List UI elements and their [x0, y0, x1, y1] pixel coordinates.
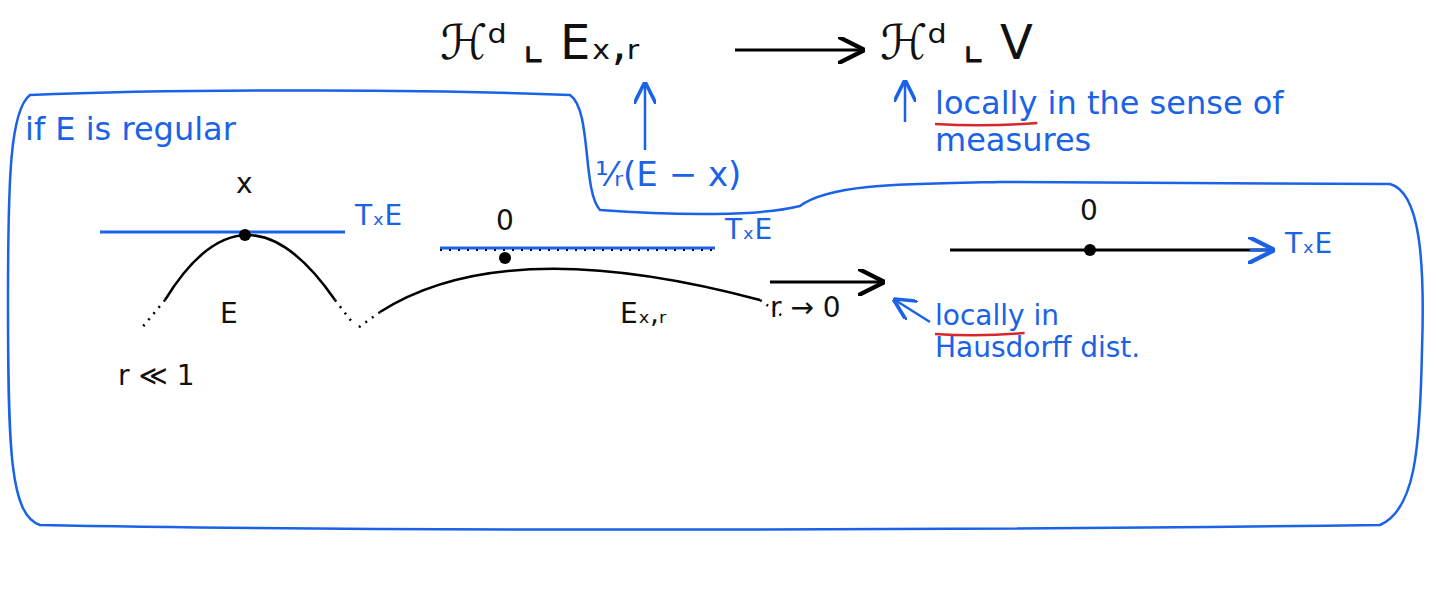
set-label: Eₓ,ᵣ [620, 298, 666, 330]
convergence-arrow [735, 49, 862, 52]
tangent-line [440, 247, 715, 250]
point [1084, 244, 1096, 256]
tangent-line [100, 231, 345, 234]
region-outline [0, 0, 1436, 560]
measure-formula: ℋᵈ ⌞ V [880, 15, 1033, 70]
tangent-line [950, 249, 1268, 252]
tangent-label: TₓE [725, 214, 772, 246]
pointer-arrow [644, 84, 647, 150]
curve-dots [335, 300, 352, 322]
case-heading: if E is regular [25, 110, 236, 148]
limit-arrow [770, 281, 882, 284]
origin-label: 0 [1080, 195, 1098, 227]
tangent-label: TₓE [355, 200, 402, 232]
origin-label: 0 [496, 205, 514, 237]
point-label: x [236, 168, 253, 200]
scale-note: r ≪ 1 [118, 360, 194, 392]
point [239, 229, 251, 241]
curve-dots [355, 312, 380, 330]
curve-e [165, 235, 335, 300]
tangent-label: TₓE [1285, 228, 1332, 260]
pointer-arrow [904, 82, 907, 122]
set-label: E [220, 298, 238, 330]
limit-note: r → 0 [770, 292, 841, 324]
regular-case-region: if E is regular [0, 0, 1436, 560]
measure-formula: ℋᵈ ⌞ Eₓ,ᵣ [440, 15, 639, 70]
convergence-note: locally in the sense of measures [935, 85, 1335, 159]
tangent-dots [440, 249, 715, 251]
tangent-arrow [1250, 249, 1272, 252]
rescaling-note: ¹⁄ᵣ(E − x) [595, 155, 741, 194]
curve-exr [380, 269, 760, 312]
curve-dots [140, 300, 165, 330]
pointer-arrow [895, 300, 930, 322]
point [499, 252, 511, 264]
convergence-note: locally in Hausdorff dist. [935, 300, 1185, 364]
